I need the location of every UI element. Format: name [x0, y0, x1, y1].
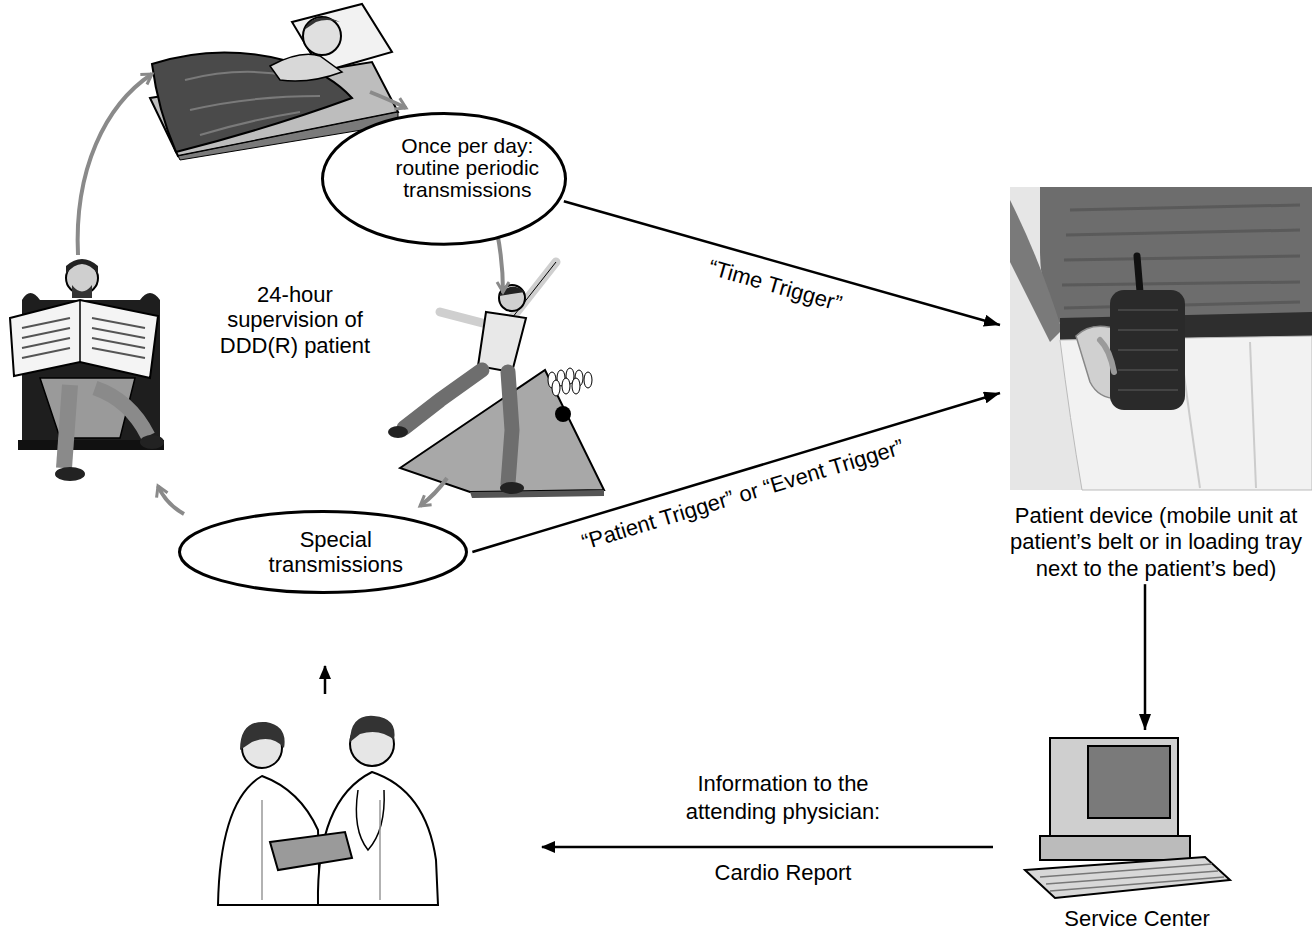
edge-label: “Patient Trigger” or “Event Trigger” [576, 434, 910, 558]
patient-device-photo [1010, 187, 1312, 490]
reading-patient-illustration [64, 385, 70, 468]
patient-device-photo [1010, 187, 1312, 490]
computer-illustration [1050, 738, 1178, 838]
transmission-ellipse: Once per day: routine periodic transmiss… [321, 112, 567, 246]
edge-label: “Time Trigger” [703, 254, 848, 318]
bowling-patient-illustration [508, 372, 512, 484]
bowling-patient-illustration [552, 380, 560, 396]
text-group: Service Center [1024, 906, 1250, 932]
patient-device-photo [1137, 256, 1140, 292]
patient-device-photo [1062, 205, 1300, 308]
bowling-patient-illustration [400, 370, 604, 492]
bowling-patient-illustration [548, 368, 592, 396]
cycle-arrows [158, 486, 184, 514]
trigger-arrow [564, 201, 1000, 325]
physicians-illustration [350, 716, 395, 742]
computer-illustration [1025, 738, 1230, 898]
reading-patient-illustration [10, 259, 164, 481]
sleeping-patient-illustration [303, 17, 341, 55]
bowling-patient-illustration [478, 312, 526, 372]
physicians-illustration [240, 722, 285, 750]
report-arrows [324, 666, 327, 694]
text-group: Once per day: routine periodic transmiss… [380, 135, 555, 201]
reading-patient-illustration [95, 388, 148, 436]
free-label: 24-hour supervision of DDD(R) patient [205, 282, 385, 358]
reading-patient-illustration [22, 318, 145, 358]
bowling-patient-illustration [388, 262, 604, 498]
reading-patient-illustration [79, 300, 81, 362]
reading-patient-illustration [140, 435, 164, 449]
node-text: Patient device (mobile unit at patient’s… [1006, 503, 1306, 582]
patient-device: Patient device (mobile unit at patient’s… [1000, 185, 1312, 584]
computer-illustration [1025, 857, 1230, 898]
bowling-patient-illustration [470, 490, 604, 498]
report-arrows [325, 666, 993, 847]
patient-device-photo [1180, 342, 1256, 488]
free-label: Cardio Report [653, 860, 913, 886]
ellipse-outline [323, 114, 566, 245]
sleeping-patient-illustration [304, 18, 340, 31]
bowling-patient-illustration [572, 378, 580, 394]
reading-patient-illustration [72, 285, 92, 298]
bowling-patient-illustration [500, 482, 524, 494]
physicians-illustration [262, 800, 380, 900]
sleeping-patient-illustration [270, 54, 342, 81]
ellipse-outline [180, 512, 467, 593]
computer-illustration [1040, 836, 1190, 860]
cycle-arrows [78, 74, 152, 255]
transmission-ellipse: Special transmissions [178, 510, 468, 594]
trigger-arrow [472, 393, 1000, 552]
service-center: Service Center [1020, 730, 1254, 934]
report-arrows [542, 846, 993, 849]
cycle-arrows [370, 92, 406, 108]
reading-patient-illustration [10, 300, 158, 378]
patient-device-photo [1100, 340, 1114, 372]
text-group: Patient device (mobile unit at patient’s… [1006, 503, 1306, 582]
bowling-patient-illustration [562, 378, 570, 394]
bowling-patient-illustration [555, 406, 571, 422]
physicians-illustration [218, 716, 438, 905]
reading-patient-illustration [66, 259, 98, 274]
cycle-arrows [420, 478, 447, 506]
node-text: Service Center [1024, 906, 1250, 932]
computer-illustration [1088, 746, 1170, 818]
free-label: Information to the attending physician: [653, 770, 913, 825]
patient-device-photo [1010, 200, 1062, 342]
text-group: Special transmissions [256, 527, 416, 578]
node-text: Special transmissions [256, 527, 416, 578]
cycle-arrows [497, 232, 503, 292]
node-text: Once per day: routine periodic transmiss… [380, 135, 555, 201]
physicians-illustration [270, 832, 352, 870]
bowling-patient-illustration [404, 370, 482, 428]
computer-illustration [1040, 864, 1224, 891]
reading-patient-illustration [55, 467, 85, 481]
patient-device-photo [1118, 310, 1178, 390]
bowling-patient-illustration [388, 426, 408, 438]
trigger-arrow [1144, 584, 1147, 730]
bowling-patient-illustration [584, 372, 592, 388]
sleeping-patient-illustration [152, 52, 352, 152]
patient-device-photo [1110, 290, 1185, 410]
